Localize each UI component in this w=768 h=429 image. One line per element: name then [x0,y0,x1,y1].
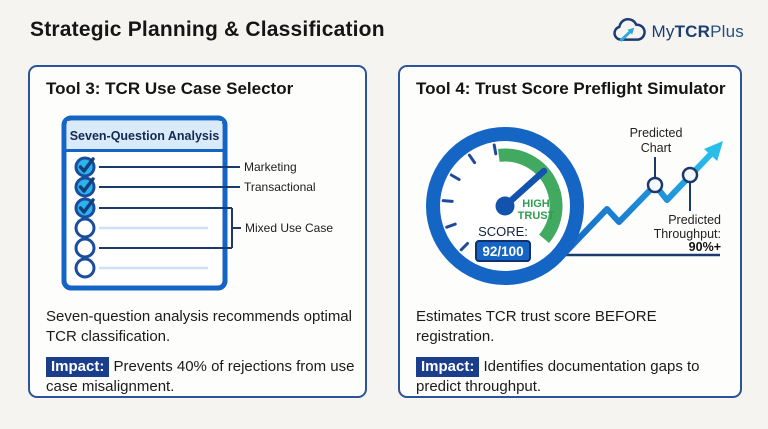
brand-logo: MyTCRPlus [609,17,744,47]
callout-throughput-line1: Predicted [668,213,721,227]
checklist-card [61,115,228,291]
trend-line [558,152,713,260]
gauge-ring [426,127,584,285]
tool4-impact-text: Identifies documentation gaps to predict… [416,358,700,396]
checkbox-checked-icon [74,197,96,219]
brand-name: MyTCRPlus [651,22,744,41]
callout-predicted-chart-line1: Predicted [630,126,683,140]
tool3-impact-text: Prevents 40% of rejections from use case… [46,358,355,396]
gauge-green-zone [498,148,563,243]
callout-throughput-line2: Throughput: [654,227,721,241]
callout-predicted-chart-line2: Chart [641,141,672,155]
callout-mixed-use-case: Mixed Use Case [245,221,333,235]
callout-transactional: Transactional [244,180,316,194]
trend-arrowhead-icon [704,141,723,161]
impact-badge: Impact: [46,357,110,377]
tool3-description: Seven-question analysis recommends optim… [46,308,352,345]
use-case-checklist-diagram: Seven-Question Analysis Marketing Transa… [61,115,333,291]
mixed-use-bracket [231,208,241,248]
gauge-status-line1: HIGH [522,198,550,210]
tool4-title: Tool 4: Trust Score Preflight Simulator [416,79,726,98]
gauge-score-label: SCORE: [478,224,528,239]
checklist-card-header [67,121,222,150]
page-title: Strategic Planning & Classification [30,18,385,41]
gauge-ticks [441,143,498,252]
tool3-panel: Tool 3: TCR Use Case Selector Seven-Ques… [28,65,367,398]
checkbox-unchecked-icon [74,257,96,279]
trust-score-gauge-diagram: HIGH TRUST SCORE: 92/100 Predicted Chart… [426,126,723,285]
score-value-box [475,240,531,262]
trend-marker [681,166,699,184]
checkbox-checked-icon [74,176,96,198]
tool4-description: Estimates TCR trust score BEFORE registr… [416,308,657,345]
checkbox-checked-icon [74,156,96,178]
tool4-impact: Impact: Identifies documentation gaps to… [416,357,738,398]
checklist-card-header-label: Seven-Question Analysis [70,129,220,143]
trust-gauge: HIGH TRUST SCORE: 92/100 [426,127,584,285]
gauge-status-line2: TRUST [518,210,555,222]
callout-throughput-value: 90%+ [689,240,721,254]
tool3-impact: Impact: Prevents 40% of rejections from … [46,357,368,398]
callout-marketing: Marketing [244,160,297,174]
tool4-panel: Tool 4: Trust Score Preflight Simulator [398,65,742,398]
checkbox-unchecked-icon [74,217,96,239]
gauge-score-value: 92/100 [482,244,523,259]
gauge-hub [495,196,515,216]
trend-marker [646,176,664,194]
checkbox-unchecked-icon [74,237,96,259]
cloud-arrow-icon [612,18,646,42]
tool3-title: Tool 3: TCR Use Case Selector [46,79,294,98]
impact-badge: Impact: [416,357,480,377]
